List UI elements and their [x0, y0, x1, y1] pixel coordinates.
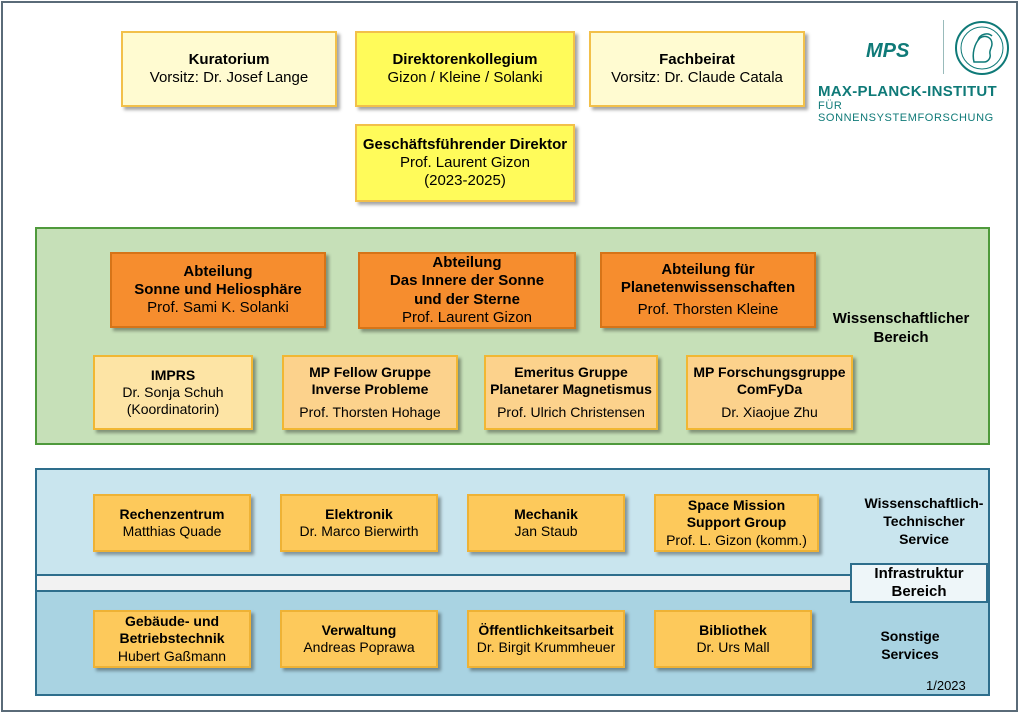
group-mp-fellow: MP Fellow Gruppe Inverse Probleme Prof. … [282, 355, 458, 430]
infrastructure-label-line1: Infrastruktur [874, 565, 964, 582]
managing-director-title: Geschäftsführender Direktor [362, 135, 568, 153]
service-head: Prof. L. Gizon (komm.) [666, 531, 807, 548]
department-planetary-science: Abteilung für Planetenwissenschaften Pro… [600, 252, 816, 328]
service-title: Space Mission [687, 497, 786, 514]
department-title: Das Innere der Sonne [389, 272, 545, 290]
group-head: Dr. Xiaojue Zhu [721, 404, 818, 421]
department-title: Abteilung [432, 253, 502, 271]
mps-logo: MPS [866, 40, 910, 62]
department-title: Planetenwissenschaften [620, 278, 796, 296]
kuratorium-title: Kuratorium [188, 50, 270, 68]
other-services-label-line1: Sonstige [880, 628, 940, 644]
group-title: MP Fellow Gruppe [309, 363, 431, 380]
managing-director-term: (2023-2025) [424, 172, 506, 190]
infrastructure-label: Infrastruktur Bereich [850, 563, 988, 603]
tech-service-label: Wissenschaftlich- Technischer Service [840, 494, 1008, 549]
service-computing-center: Rechenzentrum Matthias Quade [93, 494, 251, 552]
managing-director-box: Geschäftsführender Direktor Prof. Lauren… [355, 124, 575, 202]
tech-service-label-line2: Technischer [883, 513, 965, 530]
service-public-relations: Öffentlichkeitsarbeit Dr. Birgit Krummhe… [467, 610, 625, 668]
kuratorium-box: Kuratorium Vorsitz: Dr. Josef Lange [121, 31, 337, 107]
service-administration: Verwaltung Andreas Poprawa [280, 610, 438, 668]
group-head: Prof. Thorsten Hohage [299, 404, 441, 421]
department-solar-interior: Abteilung Das Innere der Sonne und der S… [358, 252, 576, 329]
service-head: Dr. Marco Bierwirth [299, 523, 419, 539]
fachbeirat-box: Fachbeirat Vorsitz: Dr. Claude Catala [589, 31, 805, 107]
tech-service-label-line3: Service [899, 531, 949, 548]
other-services-label-line2: Services [881, 646, 939, 663]
logo-divider [943, 20, 944, 74]
group-title: IMPRS [150, 366, 196, 383]
department-head: Prof. Laurent Gizon [401, 308, 533, 326]
service-mechanics: Mechanik Jan Staub [467, 494, 625, 552]
department-title: Sonne und Heliosphäre [134, 280, 302, 298]
department-title: Abteilung für [661, 260, 755, 278]
group-title: Inverse Probleme [311, 380, 429, 397]
group-role: (Koordinatorin) [126, 401, 220, 418]
department-title: und der Sterne [414, 290, 520, 308]
direktorenkollegium-title: Direktorenkollegium [392, 50, 538, 68]
group-mp-research: MP Forschungsgruppe ComFyDa Dr. Xiaojue … [686, 355, 853, 430]
department-solar-heliosphere: Abteilung Sonne und Heliosphäre Prof. Sa… [110, 252, 326, 328]
fachbeirat-title: Fachbeirat [659, 50, 735, 68]
fachbeirat-chair: Vorsitz: Dr. Claude Catala [611, 69, 783, 86]
group-title: Emeritus Gruppe [514, 363, 628, 380]
group-head: Dr. Sonja Schuh [122, 383, 224, 400]
service-library: Bibliothek Dr. Urs Mall [654, 610, 812, 668]
group-imprs: IMPRS Dr. Sonja Schuh (Koordinatorin) [93, 355, 253, 430]
service-head: Andreas Poprawa [303, 639, 415, 655]
group-title: MP Forschungsgruppe [693, 363, 846, 380]
service-title: Mechanik [514, 505, 578, 522]
service-electronics: Elektronik Dr. Marco Bierwirth [280, 494, 438, 552]
service-head: Jan Staub [514, 523, 578, 539]
version-date: 1/2023 [926, 678, 966, 693]
service-space-mission: Space Mission Support Group Prof. L. Giz… [654, 494, 819, 552]
science-zone-label-line1: Wissenschaftlicher [832, 310, 970, 327]
zone-separator [37, 574, 988, 592]
service-title: Verwaltung [321, 621, 397, 638]
department-head: Prof. Thorsten Kleine [637, 301, 779, 319]
service-title: Support Group [686, 514, 787, 531]
direktorenkollegium-members: Gizon / Kleine / Solanki [387, 69, 543, 86]
service-title: Betriebstechnik [119, 630, 225, 647]
group-head: Prof. Ulrich Christensen [497, 404, 645, 421]
science-zone-label: Wissenschaftlicher Bereich [826, 310, 976, 348]
service-title: Elektronik [325, 505, 393, 522]
kuratorium-chair: Vorsitz: Dr. Josef Lange [149, 69, 309, 86]
service-head: Hubert Gaßmann [117, 647, 227, 664]
service-title: Bibliothek [699, 621, 767, 638]
service-title: Rechenzentrum [119, 505, 225, 522]
department-title: Abteilung [183, 262, 253, 280]
tech-service-label-line1: Wissenschaftlich- [864, 495, 984, 511]
service-head: Matthias Quade [122, 523, 222, 539]
service-head: Dr. Birgit Krummheuer [476, 639, 616, 655]
service-title: Gebäude- und [124, 613, 220, 630]
service-head: Dr. Urs Mall [696, 639, 770, 655]
service-building-technology: Gebäude- und Betriebstechnik Hubert Gaßm… [93, 610, 251, 668]
science-zone-label-line2: Bereich [873, 328, 929, 346]
minerva-seal-icon [955, 21, 1009, 75]
direktorenkollegium-box: Direktorenkollegium Gizon / Kleine / Sol… [355, 31, 575, 107]
department-head: Prof. Sami K. Solanki [147, 299, 289, 317]
group-emeritus: Emeritus Gruppe Planetarer Magnetismus P… [484, 355, 658, 430]
institute-subtitle: FÜR SONNENSYSTEMFORSCHUNG [818, 100, 994, 124]
group-title: Planetarer Magnetismus [490, 380, 652, 397]
group-title: ComFyDa [736, 380, 803, 397]
institute-name: MAX-PLANCK-INSTITUT [818, 83, 998, 100]
infrastructure-label-line2: Bereich [891, 583, 947, 600]
service-title: Öffentlichkeitsarbeit [478, 621, 614, 638]
other-services-label: Sonstige Services [850, 627, 970, 663]
managing-director-name: Prof. Laurent Gizon [399, 153, 531, 171]
